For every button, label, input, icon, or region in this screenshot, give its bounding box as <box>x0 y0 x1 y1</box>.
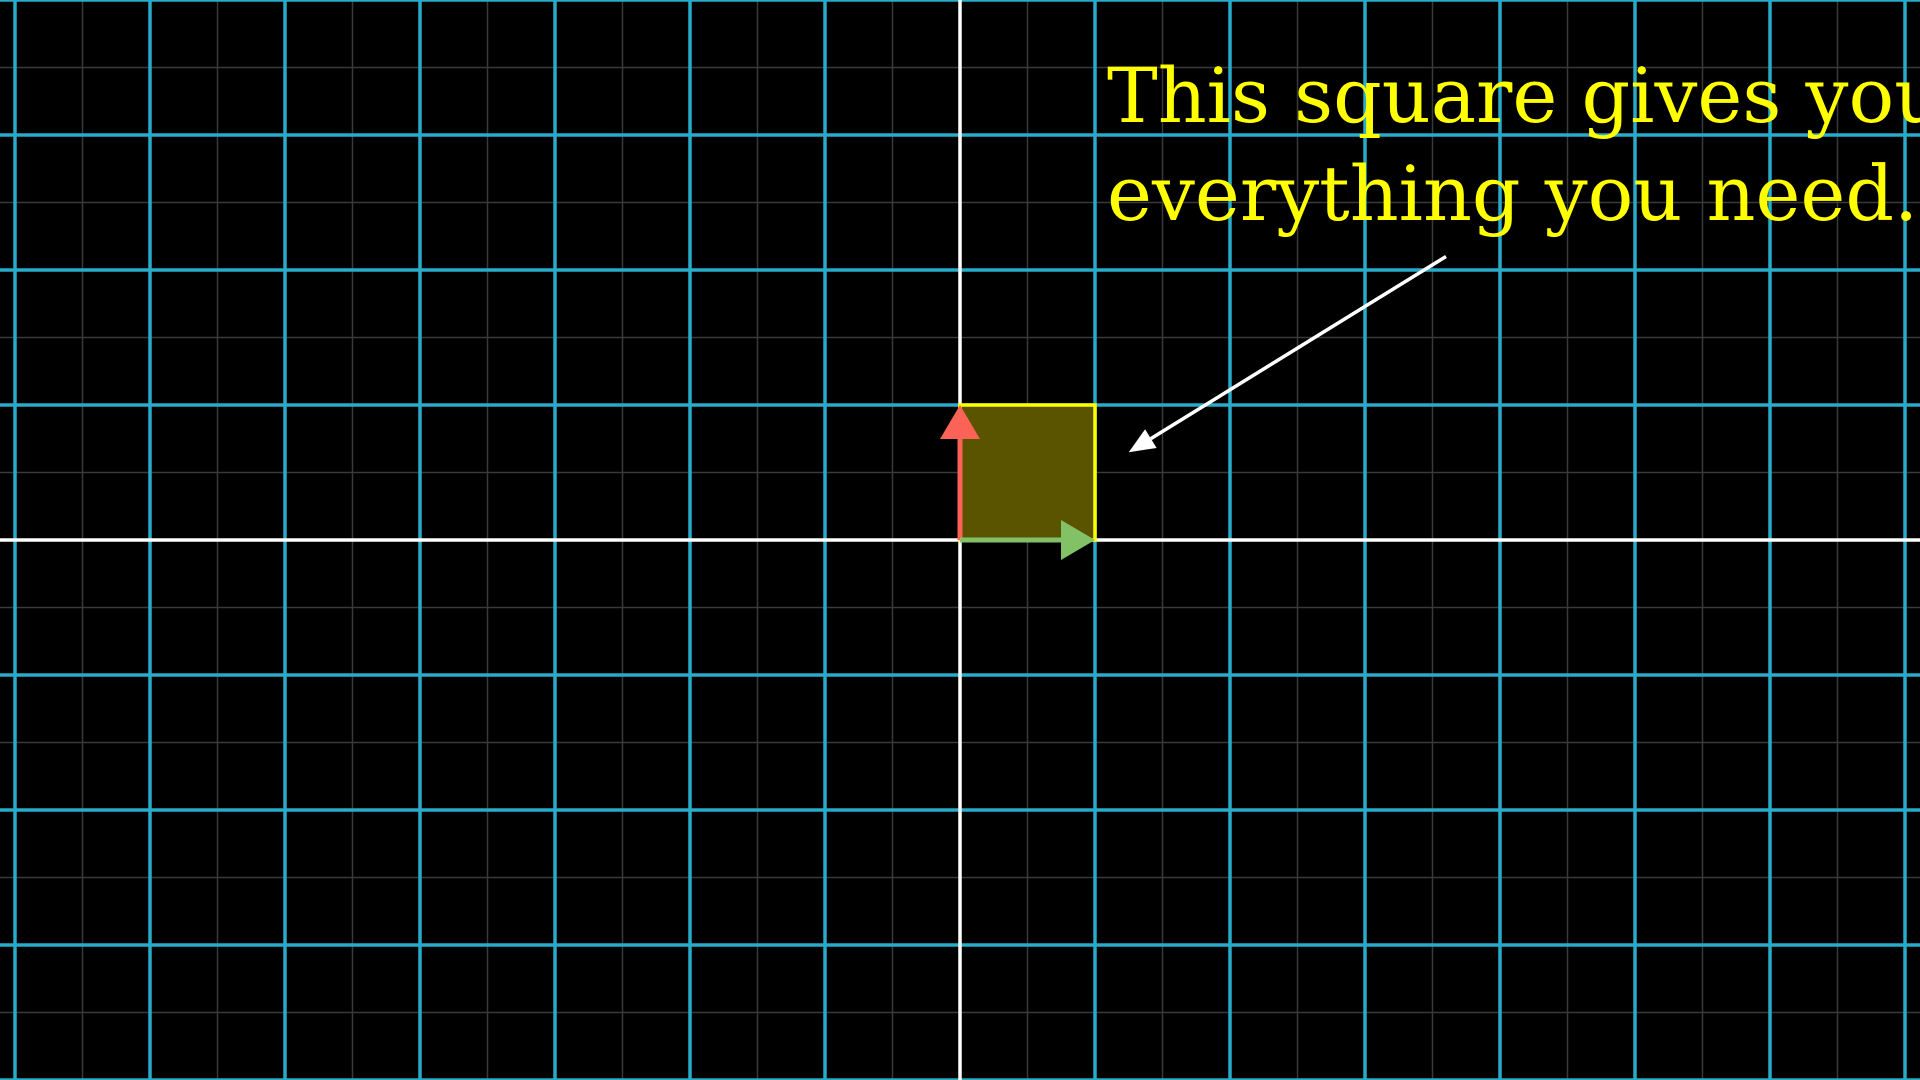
j-hat-vector <box>940 405 980 540</box>
annotation-arrow-shaft <box>1149 255 1447 441</box>
j-hat-vector-head <box>940 405 980 439</box>
unit-square <box>958 403 1097 542</box>
annotation-arrow <box>1128 255 1447 453</box>
caption-line-1: This square gives you <box>1107 51 1920 140</box>
caption-line-2: everything you need. <box>1107 149 1918 238</box>
basis-vectors <box>940 405 1095 560</box>
i-hat-vector-head <box>1061 520 1095 560</box>
annotation-arrow-head <box>1128 429 1157 453</box>
i-hat-vector <box>960 520 1095 560</box>
